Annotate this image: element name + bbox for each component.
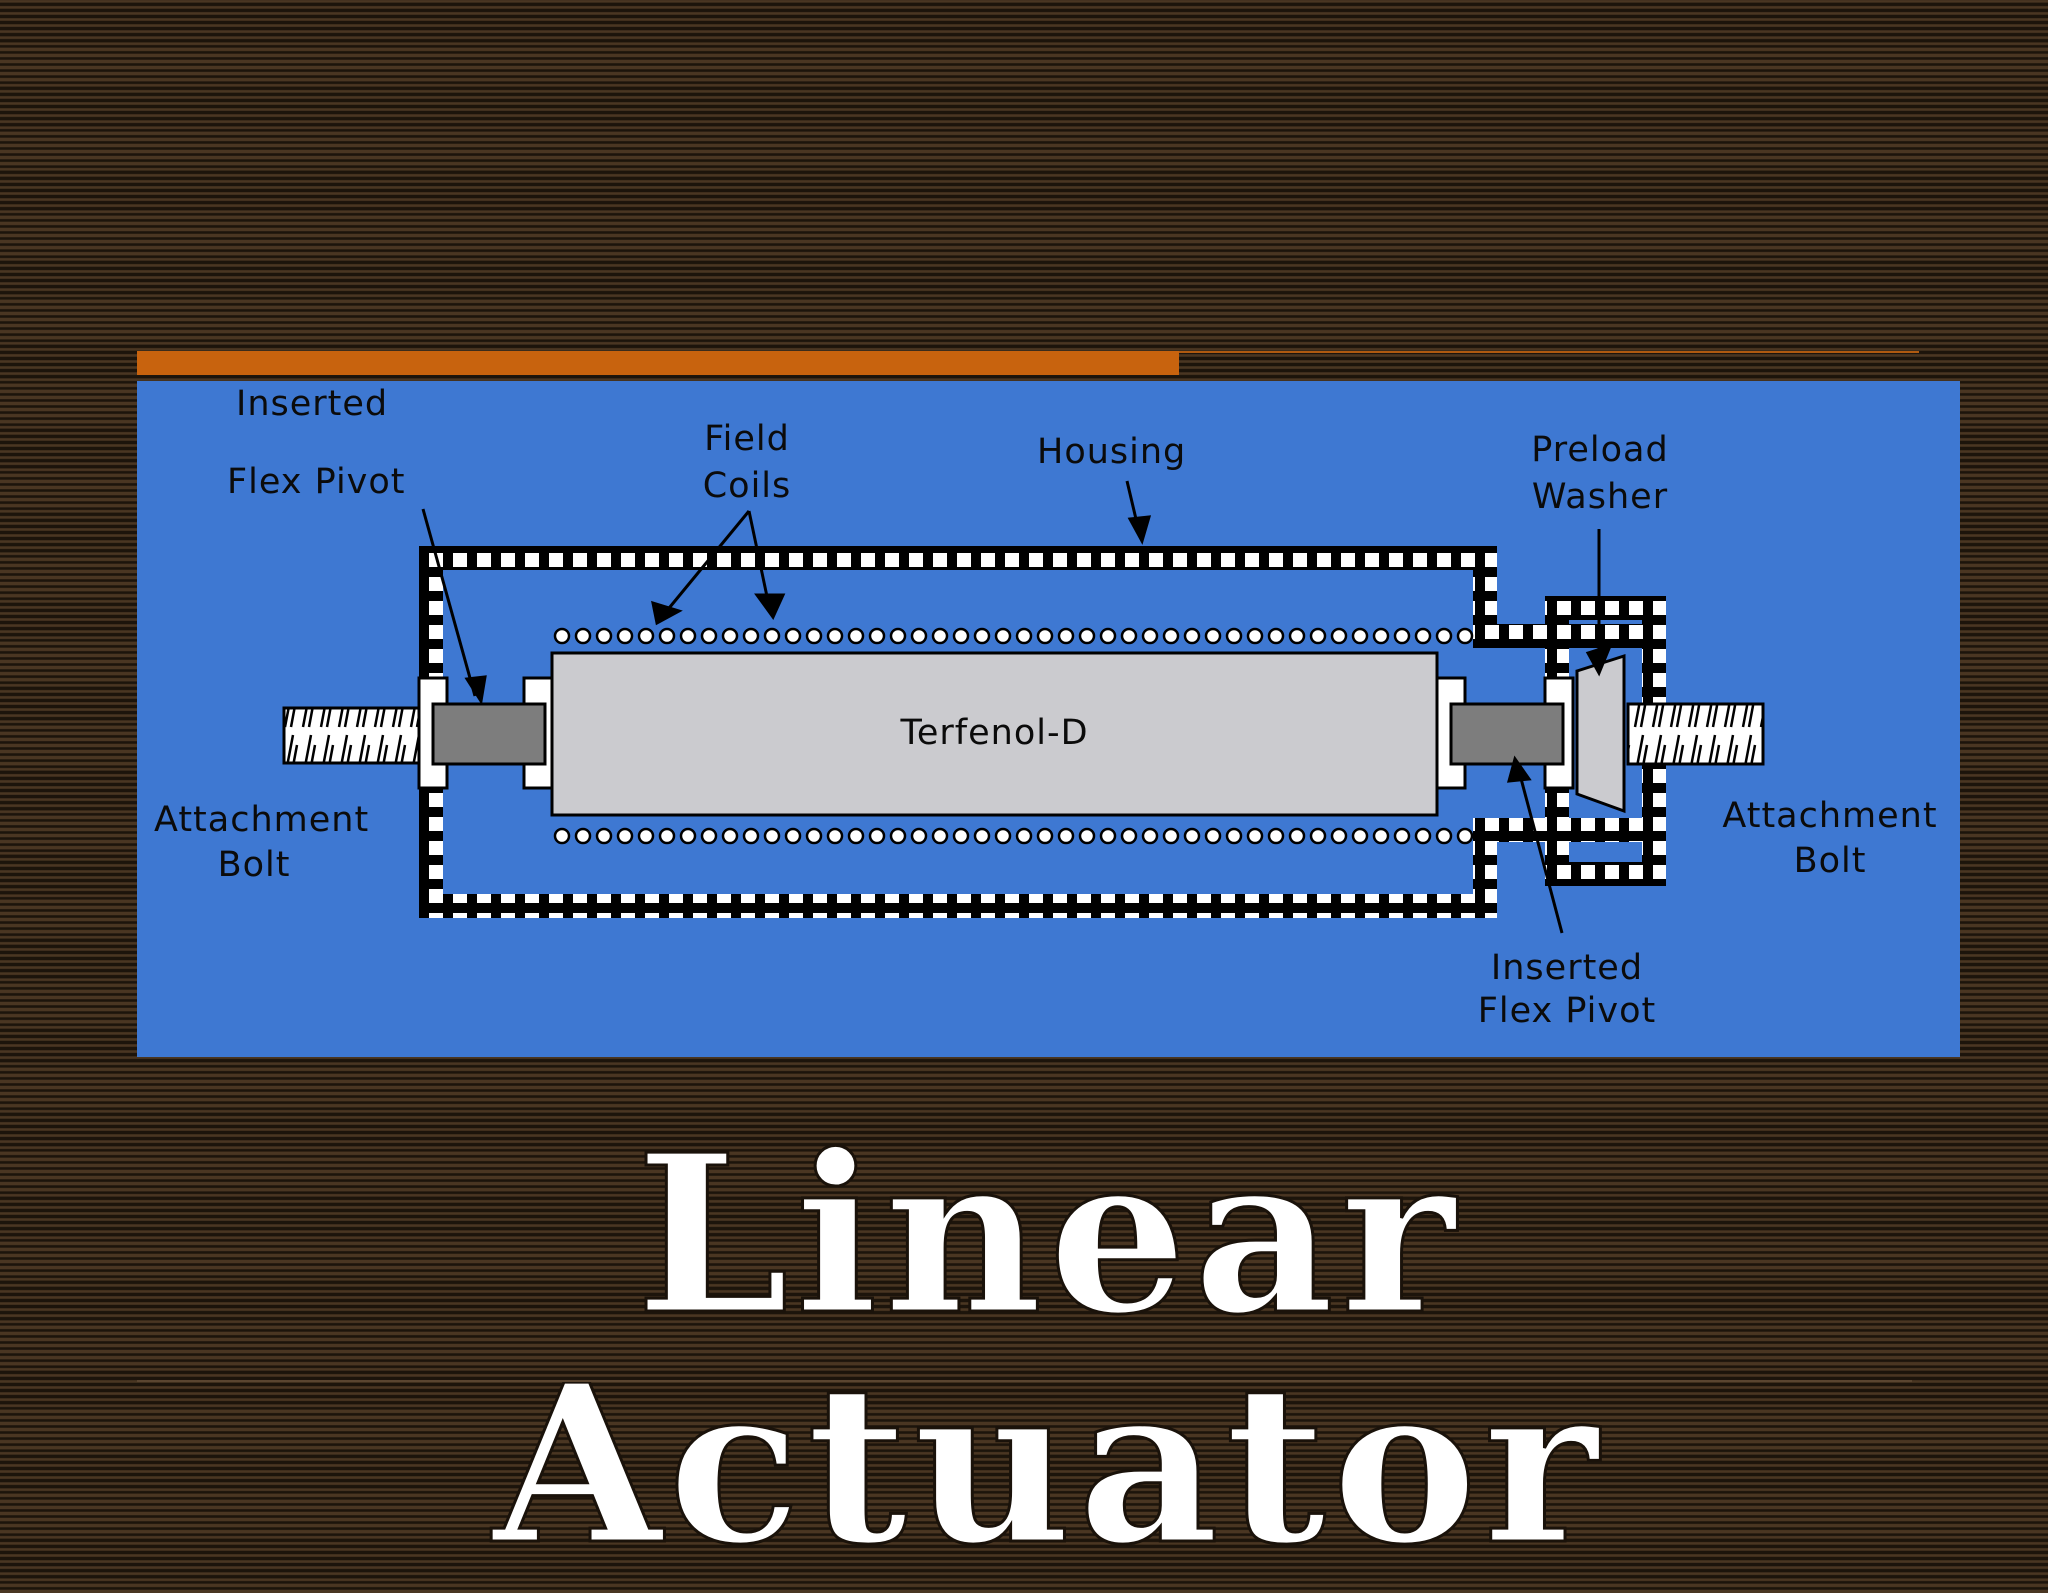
label-field-coils-1: Field	[704, 419, 790, 459]
label-inserted-flex-pivot-right-1: Inserted	[1490, 948, 1644, 988]
left-attachment-bolt	[282, 706, 421, 765]
arrow-inserted-flex-pivot-left	[421, 508, 487, 706]
slide-title: Linear Actuator	[491, 1107, 1605, 1593]
label-preload-washer-2: Washer	[1531, 477, 1669, 517]
preload-washer	[1575, 653, 1626, 814]
arrow-field-coils-2	[747, 510, 786, 620]
terfenol-d-core	[550, 651, 1439, 817]
arrow-housing	[1125, 480, 1152, 545]
arrow-field-coils-1	[651, 510, 751, 626]
actuator-diagram	[282, 480, 1765, 934]
label-inserted-flex-pivot-left-2: Flex Pivot	[227, 462, 406, 502]
label-inserted-flex-pivot-right-2: Flex Pivot	[1477, 991, 1657, 1031]
label-attachment-bolt-left-1: Attachment	[154, 800, 370, 840]
label-inserted-flex-pivot-left-1: Inserted	[236, 384, 389, 424]
leader-lines	[421, 480, 1613, 934]
label-terfenol-d: Terfenol-D	[900, 713, 1089, 753]
label-preload-washer-1: Preload	[1531, 430, 1669, 470]
field-coils	[553, 627, 1474, 845]
accent-line	[1179, 351, 1919, 353]
field-coils-top	[553, 627, 1474, 645]
arrow-preload-washer	[1585, 529, 1613, 677]
label-housing: Housing	[1037, 432, 1187, 472]
right-flex-pivot	[1449, 702, 1565, 766]
bottom-divider	[137, 1380, 1912, 1382]
label-attachment-bolt-right-1: Attachment	[1722, 796, 1938, 836]
field-coils-bottom	[553, 827, 1474, 845]
label-field-coils-2: Coils	[702, 466, 792, 506]
accent-bar	[137, 351, 1179, 375]
label-attachment-bolt-right-2: Bolt	[1793, 841, 1867, 881]
right-attachment-bolt	[1626, 702, 1765, 766]
label-attachment-bolt-left-2: Bolt	[217, 845, 291, 885]
diagram-panel: Inserted Flex Pivot Field Coils Housing …	[137, 381, 1960, 1057]
left-flex-pivot	[431, 702, 547, 766]
arrow-inserted-flex-pivot-right	[1506, 755, 1564, 934]
